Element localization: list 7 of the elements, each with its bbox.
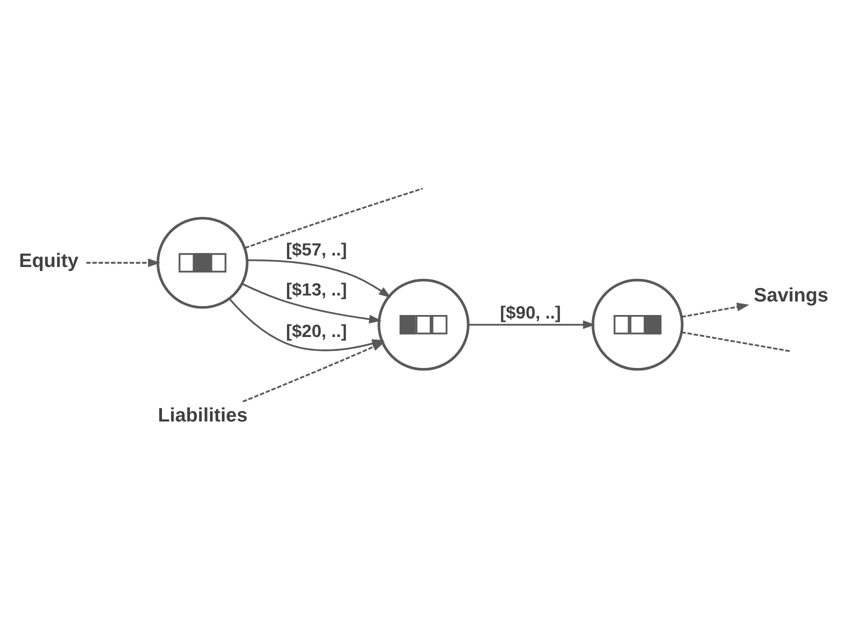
edge-label: [$20, ..]: [286, 320, 347, 341]
node-text: Savings: [754, 284, 828, 306]
node-text: Liabilities: [158, 404, 248, 426]
edge-label: [$13, ..]: [286, 279, 347, 300]
edge-label: [$90, ..]: [500, 302, 561, 322]
node-text: Equity: [19, 249, 78, 272]
edge-label: [$57, ..]: [286, 239, 347, 260]
